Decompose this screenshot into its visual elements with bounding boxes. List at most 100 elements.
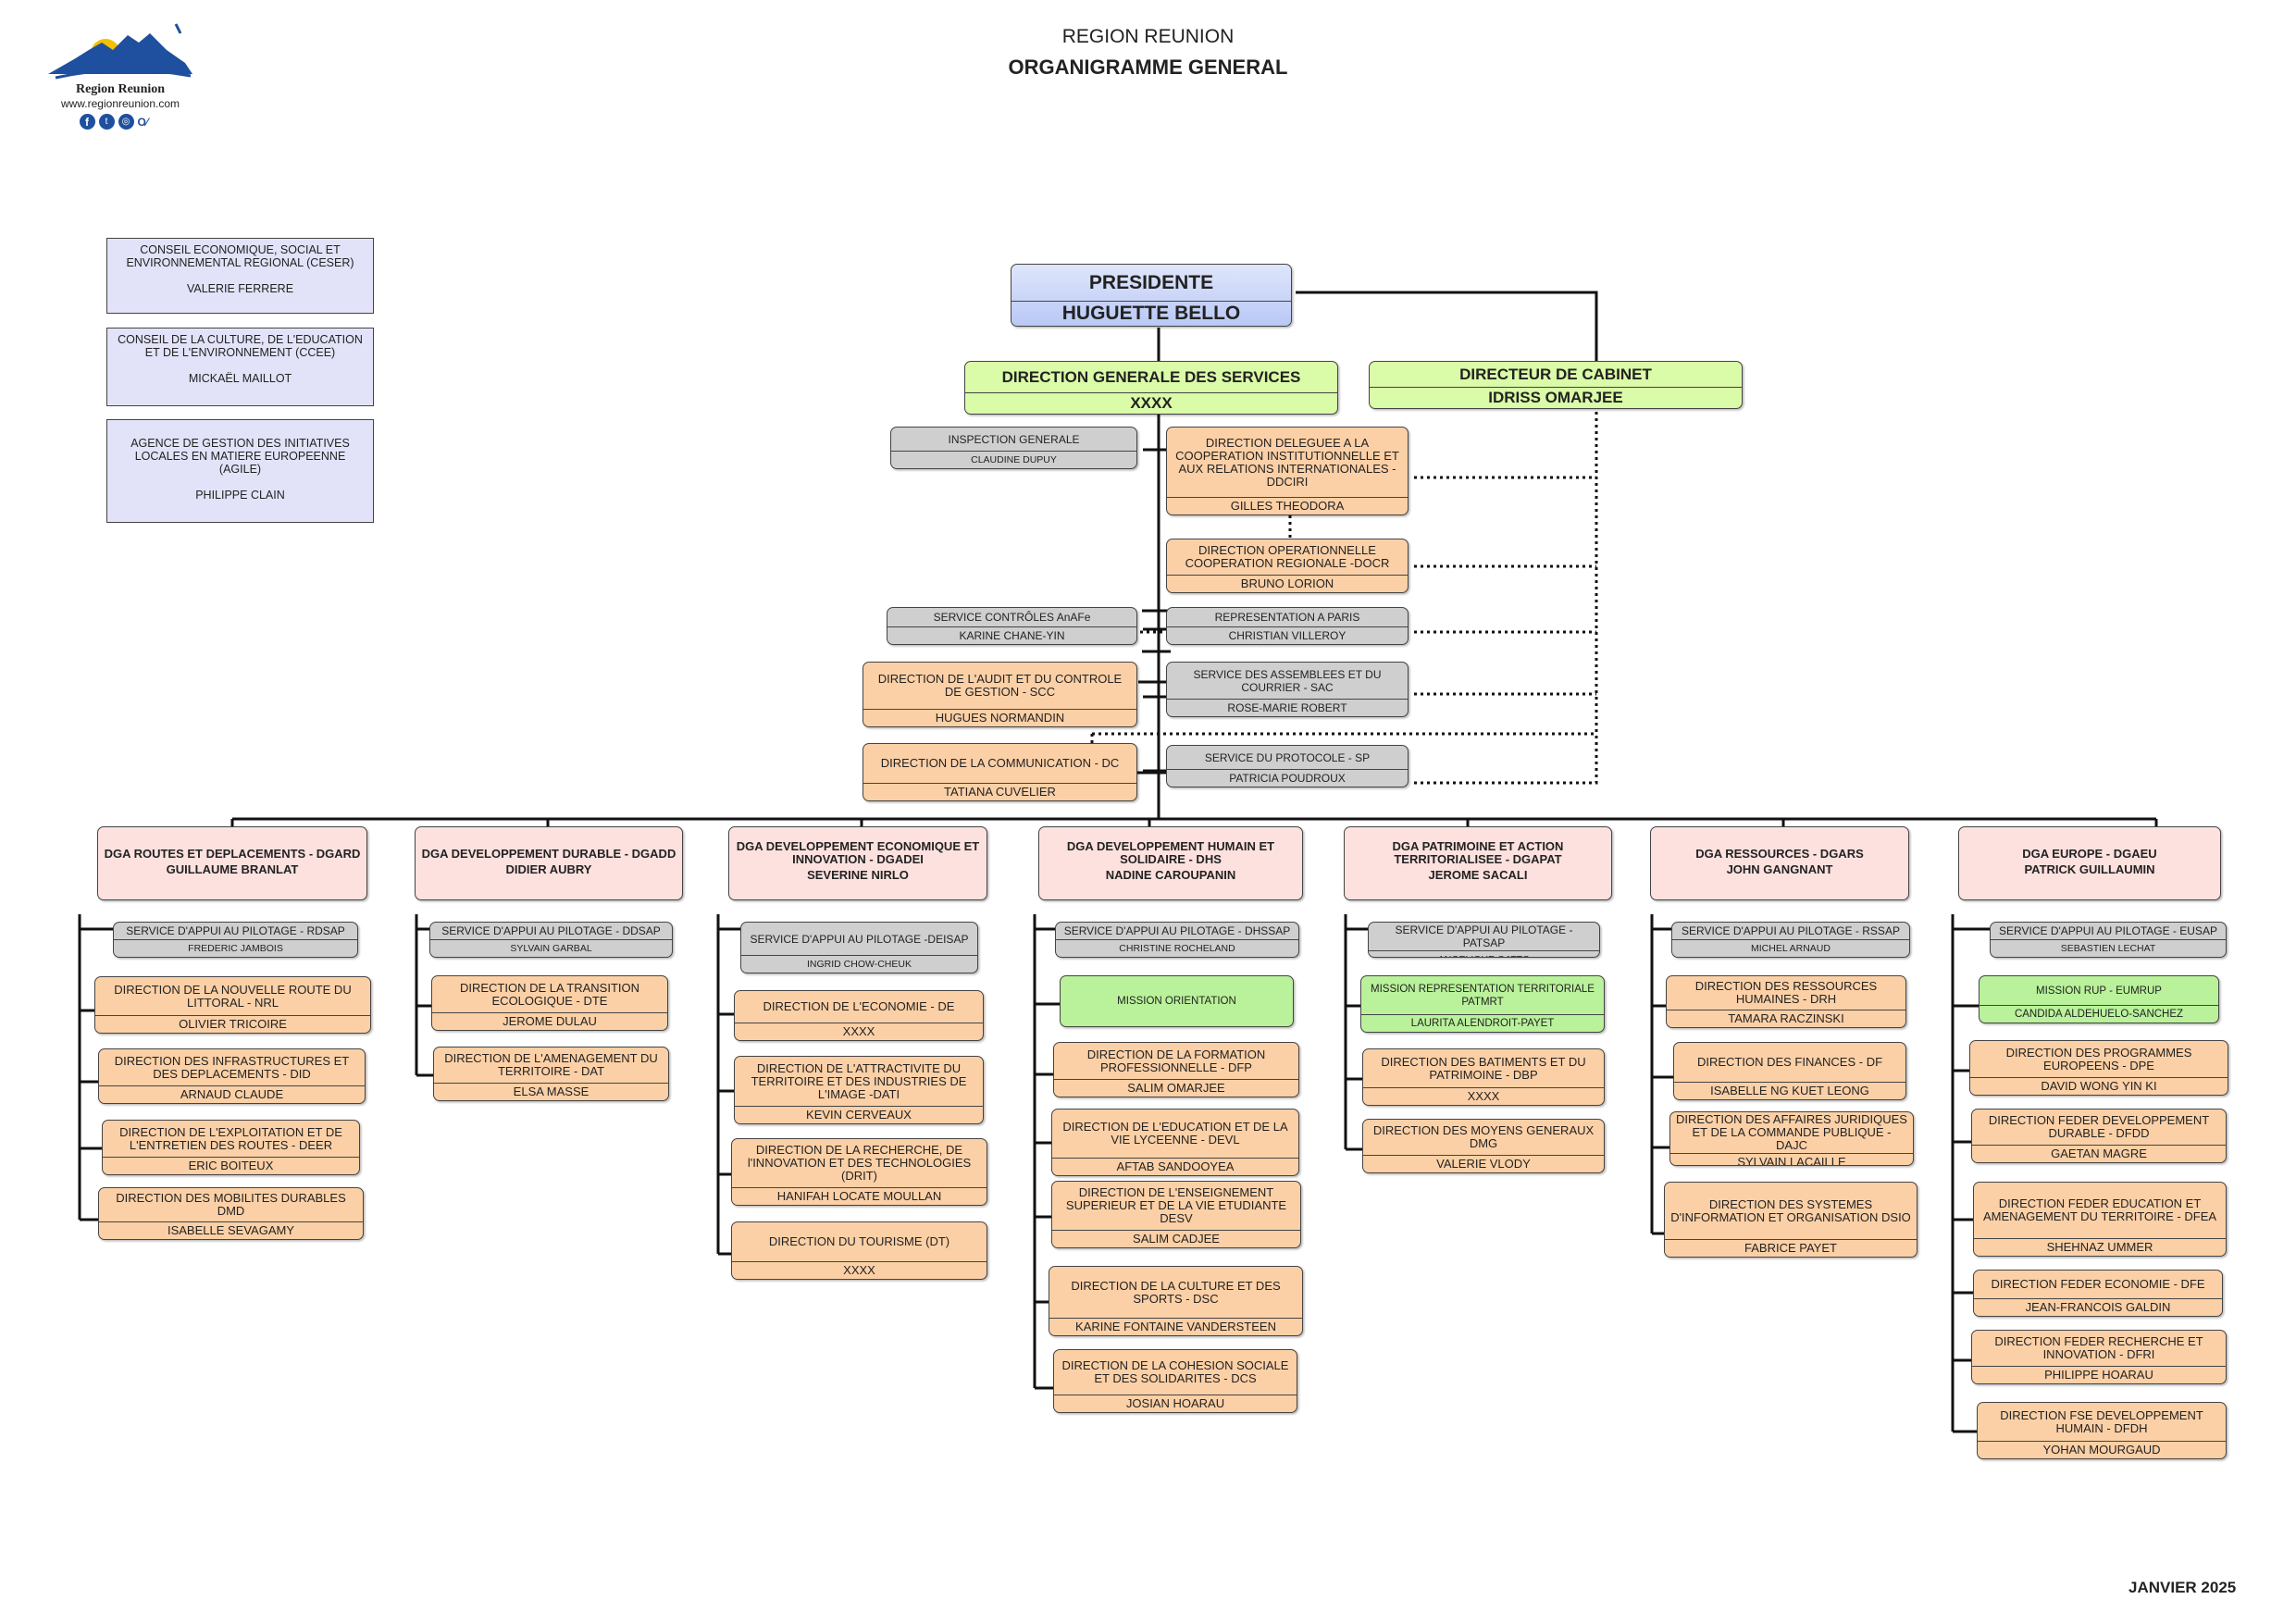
unit-direction-de-la-culture-et-des-sports-dsc: DIRECTION DE LA CULTURE ET DES SPORTS - … — [1049, 1266, 1303, 1336]
unit-title: DIRECTION DE LA TRANSITION ECOLOGIQUE - … — [459, 980, 640, 1008]
unit-title: DIRECTION DE L'ATTRACTIVITE DU TERRITOIR… — [751, 1060, 967, 1101]
side-box-person: PHILIPPE CLAIN — [195, 489, 285, 502]
unit-title: DIRECTION DES RESSOURCES HUMAINES - DRH — [1694, 979, 1878, 1006]
unit-title: DIRECTION FEDER RECHERCHE ET INNOVATION … — [1994, 1334, 2203, 1361]
unit-name: TATIANA CUVELIER — [863, 783, 1136, 800]
unit-name: JOSIAN HOARAU — [1054, 1395, 1297, 1412]
unit-title: DIRECTION DE L'EXPLOITATION ET DE L'ENTR… — [119, 1124, 342, 1152]
unit-direction-des-systemes-d-information-et-organisa: DIRECTION DES SYSTEMES D'INFORMATION ET … — [1664, 1182, 1917, 1258]
unit-title: SERVICE D'APPUI AU PILOTAGE - EUSAP — [1999, 924, 2217, 937]
unit-direction-de-la-cohesion-sociale-et-des-solidari: DIRECTION DE LA COHESION SOCIALE ET DES … — [1053, 1349, 1297, 1413]
dga-name: GUILLAUME BRANLAT — [166, 862, 299, 876]
unit-title: MISSION ORIENTATION — [1117, 996, 1236, 1007]
unit-direction-de-la-transition-ecologique-dte: DIRECTION DE LA TRANSITION ECOLOGIQUE - … — [431, 975, 668, 1031]
unit-name: ELSA MASSE — [434, 1083, 668, 1100]
logo-text: Region Reunion — [75, 82, 166, 96]
side-box-person: MICKAËL MAILLOT — [188, 372, 292, 385]
unit-title: SERVICE CONTRÔLES AnAFe — [933, 611, 1091, 624]
cabinet-box: DIRECTEUR DE CABINET IDRISS OMARJEE — [1369, 361, 1743, 409]
unit-name: JEAN-FRANCOIS GALDIN — [1974, 1298, 2222, 1316]
unit-direction-feder-developpement-durable-dfdd: DIRECTION FEDER DEVELOPPEMENT DURABLE - … — [1971, 1109, 2227, 1163]
unit-name: ROSE-MARIE ROBERT — [1167, 699, 1408, 716]
unit-name: BRUNO LORION — [1167, 575, 1408, 592]
unit-title: SERVICE D'APPUI AU PILOTAGE -DEISAP — [750, 932, 969, 946]
unit-title: SERVICE D'APPUI AU PILOTAGE - PATSAP — [1395, 924, 1573, 949]
unit-title: DIRECTION DE L'ENSEIGNEMENT SUPERIEUR ET… — [1065, 1185, 1287, 1225]
unit-name: TAMARA RACZINSKI — [1667, 1010, 1905, 1027]
unit-sac: SERVICE DES ASSEMBLEES ET DU COURRIER - … — [1166, 662, 1409, 717]
unit-direction-feder-economie-dfe: DIRECTION FEDER ECONOMIE - DFE JEAN-FRANC… — [1973, 1270, 2223, 1317]
side-box-person: VALERIE FERRERE — [186, 282, 294, 295]
instagram-icon[interactable]: ◎ — [118, 114, 134, 130]
unit-title: DIRECTION DE LA COMMUNICATION - DC — [880, 756, 1120, 770]
unit-direction-de-l-attractivite-du-territoire-et-des: DIRECTION DE L'ATTRACTIVITE DU TERRITOIR… — [734, 1056, 984, 1124]
unit-name: HUGUES NORMANDIN — [863, 709, 1136, 726]
unit-docr: DIRECTION OPERATIONNELLE COOPERATION REG… — [1166, 539, 1409, 593]
dga-box-dga-ressources-dgars: DGA RESSOURCES - DGARS JOHN GANGNANT — [1650, 826, 1909, 900]
unit-name: VALERIE VLODY — [1363, 1155, 1604, 1172]
unit-title: DIRECTION FEDER DEVELOPPEMENT DURABLE - … — [1988, 1113, 2210, 1140]
website-link[interactable]: www.regionreunion.com — [60, 97, 180, 110]
unit-direction-des-moyens-generaux-dmg: DIRECTION DES MOYENS GENERAUX DMG VALERIE… — [1362, 1119, 1605, 1173]
unit-direction-de-l-amenagement-du-territoire-dat: DIRECTION DE L'AMENAGEMENT DU TERRITOIRE… — [433, 1047, 669, 1101]
cabinet-title: DIRECTEUR DE CABINET — [1459, 365, 1652, 383]
unit-communication-dc: DIRECTION DE LA COMMUNICATION - DC TATIA… — [863, 743, 1137, 801]
unit-name: ISABELLE NG KUET LEONG — [1674, 1082, 1905, 1099]
dga-box-dga-patrimoine-et-action-territorialisee-dgapat: DGA PATRIMOINE ET ACTION TERRITORIALISEE… — [1344, 826, 1612, 900]
unit-title: DIRECTION DE L'EDUCATION ET DE LA VIE LY… — [1062, 1120, 1288, 1147]
unit-title: SERVICE DES ASSEMBLEES ET DU COURRIER - … — [1193, 667, 1382, 694]
unit-title: DIRECTION DES PROGRAMMES EUROPEENS - DPE — [2005, 1045, 2192, 1072]
unit-name: KEVIN CERVEAUX — [735, 1106, 983, 1123]
unit-title: DIRECTION DE L'AUDIT ET DU CONTROLE DE G… — [877, 672, 1123, 699]
unit-direction-des-programmes-europeens-dpe: DIRECTION DES PROGRAMMES EUROPEENS - DPE… — [1969, 1040, 2228, 1096]
unit-title: DIRECTION DES MOBILITES DURABLES DMD — [116, 1191, 346, 1218]
unit-name: PATRICIA POUDROUX — [1167, 769, 1408, 787]
unit-title: DIRECTION DE LA COHESION SOCIALE ET DES … — [1061, 1358, 1289, 1385]
region-label: REGION REUNION — [1061, 26, 1235, 47]
unit-name: ARNAUD CLAUDE — [99, 1085, 365, 1103]
dga-title: DGA ROUTES ET DEPLACEMENTS - DGARD — [104, 847, 361, 861]
unit-ddciri: DIRECTION DELEGUEE A LA COOPERATION INST… — [1166, 427, 1409, 515]
unit-title: DIRECTION FEDER ECONOMIE - DFE — [1991, 1277, 2205, 1291]
unit-name: PHILIPPE HOARAU — [1972, 1366, 2226, 1383]
unit-name: JEROME DULAU — [432, 1012, 667, 1030]
side-box-title: AGENCE DE GESTION DES INITIATIVES LOCALE… — [130, 437, 350, 476]
unit-name: ANGELIQUE GATTO — [1369, 950, 1599, 957]
dga-title: DGA DEVELOPPEMENT HUMAIN ET SOLIDAIRE - … — [1066, 839, 1275, 866]
unit-title: DIRECTION DU TOURISME (DT) — [768, 1234, 950, 1248]
unit-name: CANDIDA ALDEHUELO-SANCHEZ — [1980, 1005, 2218, 1023]
twitter-icon[interactable]: t — [98, 114, 115, 130]
unit-mission-rup-eumrup: MISSION RUP - EUMRUP CANDIDA ALDEHUELO-SA… — [1979, 975, 2219, 1023]
unit-name: FREDERIC JAMBOIS — [114, 939, 357, 957]
unit-name: FABRICE PAYET — [1665, 1239, 1917, 1257]
unit-direction-feder-recherche-et-innovation-dfri: DIRECTION FEDER RECHERCHE ET INNOVATION … — [1971, 1330, 2227, 1384]
unit-name: KARINE FONTAINE VANDERSTEEN — [1049, 1318, 1302, 1335]
unit-title: DIRECTION DE LA NOUVELLE ROUTE DU LITTOR… — [114, 982, 352, 1010]
unit-title: DIRECTION DES INFRASTRUCTURES ET DES DEP… — [114, 1053, 350, 1081]
unit-title: DIRECTION DELEGUEE A LA COOPERATION INST… — [1175, 435, 1399, 489]
unit-direction-des-ressources-humaines-drh: DIRECTION DES RESSOURCES HUMAINES - DRH T… — [1666, 975, 1906, 1028]
ot-icon[interactable]: O⁄ — [137, 115, 148, 129]
unit-direction-de-l-education-et-de-la-vie-lyceenne-d: DIRECTION DE L'EDUCATION ET DE LA VIE LY… — [1051, 1109, 1299, 1176]
unit-direction-de-la-recherche-de-l-innovation-et-des: DIRECTION DE LA RECHERCHE, DE l'INNOVATI… — [731, 1138, 987, 1206]
unit-direction-des-batiments-et-du-patrimoine-dbp: DIRECTION DES BATIMENTS ET DU PATRIMOINE… — [1362, 1048, 1605, 1106]
president-box: PRESIDENTE HUGUETTE BELLO — [1011, 264, 1292, 327]
unit-title: DIRECTION DES MOYENS GENERAUX DMG — [1372, 1123, 1595, 1150]
dga-box-dga-developpement-economique-et-innovation-dgade: DGA DEVELOPPEMENT ECONOMIQUE ET INNOVATI… — [728, 826, 987, 900]
unit-name: SALIM OMARJEE — [1054, 1079, 1298, 1097]
unit-direction-de-l-exploitation-et-de-l-entretien-de: DIRECTION DE L'EXPLOITATION ET DE L'ENTR… — [102, 1120, 360, 1175]
unit-title: MISSION RUP - EUMRUP — [2036, 985, 2162, 997]
unit-name: INGRID CHOW-CHEUK — [741, 955, 977, 973]
dga-box-dga-developpement-humain-et-solidaire-dhs: DGA DEVELOPPEMENT HUMAIN ET SOLIDAIRE - … — [1038, 826, 1303, 900]
date-label: JANVIER 2025 — [2128, 1579, 2237, 1596]
facebook-icon[interactable]: f — [79, 114, 95, 130]
unit-title: DIRECTION DE LA CULTURE ET DES SPORTS - … — [1071, 1278, 1281, 1306]
unit-title: SERVICE D'APPUI AU PILOTAGE - DHSSAP — [1063, 924, 1291, 937]
unit-name: LAURITA ALENDROIT-PAYET — [1361, 1014, 1604, 1032]
dga-title: DGA RESSOURCES - DGARS — [1695, 847, 1864, 861]
unit-service-d-appui-au-pilotage-deisap: SERVICE D'APPUI AU PILOTAGE -DEISAP INGRI… — [740, 922, 978, 973]
unit-title: MISSION REPRESENTATION TERRITORIALE PATM… — [1371, 983, 1595, 1008]
